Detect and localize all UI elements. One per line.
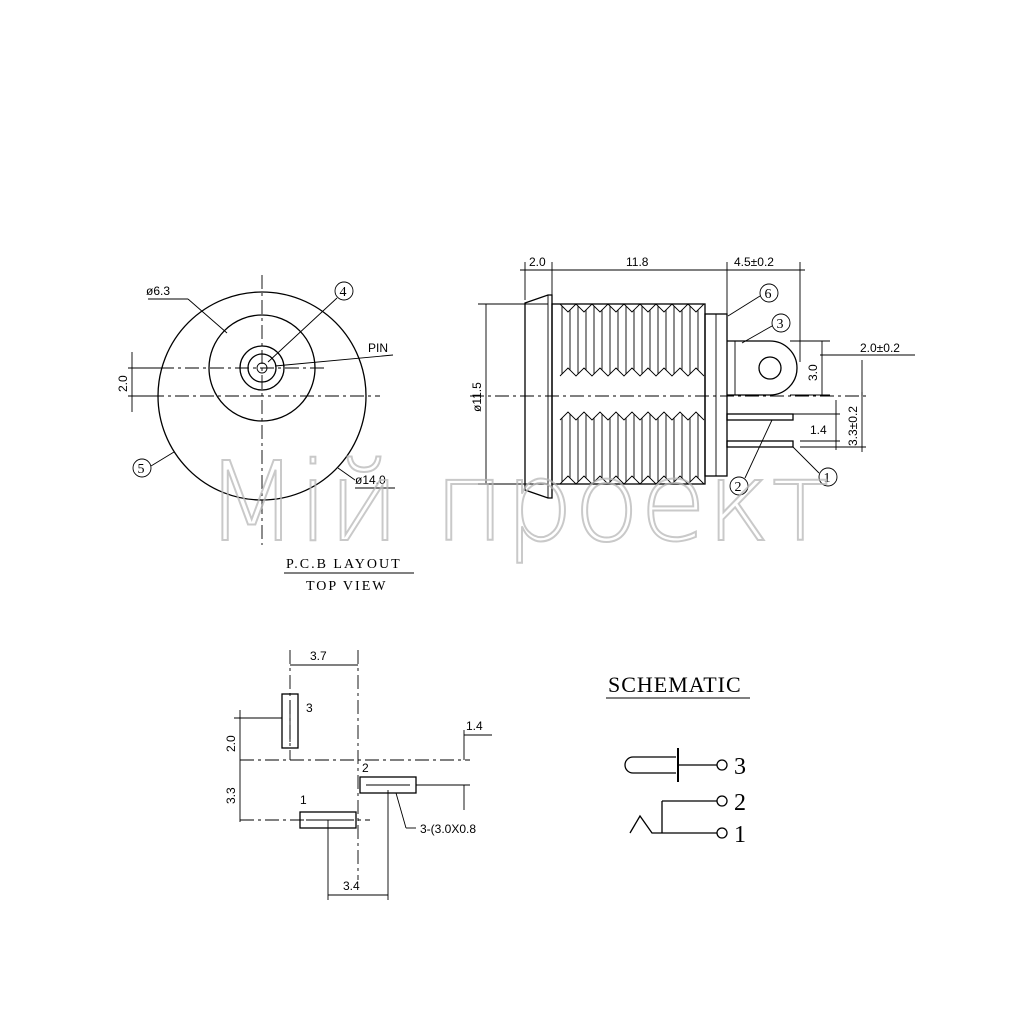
dim-d6-3: ø6.3 (146, 284, 170, 298)
dim-1-4-pcb: 1.4 (466, 719, 483, 733)
dim-2-0-tol: 2.0±0.2 (860, 341, 900, 355)
pad-1 (299, 811, 357, 829)
dim-3-3-pcb: 3.3 (224, 787, 238, 804)
callout-1 (818, 467, 838, 487)
thread-lower-inner (559, 411, 705, 421)
schematic: SCHEMATIC 3 2 1 (606, 672, 750, 848)
pin-1-label: 1 (734, 822, 746, 848)
callout-3-label: 3 (777, 317, 784, 332)
callout-4 (334, 281, 354, 301)
thread-upper-lines (561, 306, 699, 374)
pin-3-label: 3 (734, 754, 746, 780)
thread-upper-inner (559, 367, 705, 377)
pin-2-label: 2 (734, 790, 746, 816)
dim-3-4: 3.4 (343, 879, 360, 893)
dim-d14-0: ø14.0 (355, 473, 386, 487)
pad-3 (281, 693, 299, 749)
callout-2 (729, 476, 749, 496)
dim-4-5: 4.5±0.2 (734, 255, 774, 269)
thread-lower-lines (561, 414, 699, 482)
dim-d11-5: ø11.5 (470, 382, 484, 412)
callout-1-label: 1 (824, 471, 831, 486)
callout-5 (132, 458, 152, 478)
terminal-2-pin (726, 413, 794, 421)
side-view: 2.0 11.8 4.5±0.2 ø11.5 3.0 2.0±0.2 1.4 3… (470, 255, 915, 499)
terminal-3-lug (727, 340, 798, 396)
dim-3-3-side: 3.3±0.2 (846, 406, 860, 446)
callout-6-label: 6 (765, 287, 772, 302)
callout-3 (771, 313, 791, 333)
callout-5-label: 5 (138, 462, 145, 477)
callout-2-label: 2 (735, 480, 742, 495)
pad-1-label: 1 (300, 793, 307, 807)
pcb-layout-title: P.C.B LAYOUT (286, 557, 402, 572)
pin-1-terminal (716, 827, 728, 839)
watermark-text: Мій проект (205, 438, 830, 566)
pad-2-label: 2 (362, 761, 369, 775)
thread-bottom (559, 475, 705, 485)
dim-2-0-side: 2.0 (529, 255, 546, 269)
dim-2-0-top: 2.0 (116, 375, 130, 392)
schematic-title: SCHEMATIC (608, 672, 742, 697)
center-pin-symbol (624, 756, 676, 774)
sleeve-symbol (629, 814, 717, 834)
top-view-title: TOP VIEW (306, 579, 387, 594)
thread-top (559, 303, 705, 313)
terminal-3-hole (758, 356, 782, 380)
terminal-1-pin (726, 440, 794, 448)
pin-label: PIN (368, 341, 388, 355)
dim-11-8: 11.8 (626, 255, 649, 269)
dim-3-0: 3.0 (806, 364, 820, 381)
callout-6 (759, 283, 779, 303)
dim-1-4-side: 1.4 (810, 423, 827, 437)
slot-note: 3-(3.0X0.8 (420, 822, 476, 836)
pad-3-label: 3 (306, 701, 313, 715)
pin-2-terminal (716, 795, 728, 807)
dim-3-7: 3.7 (310, 649, 327, 663)
callout-4-label: 4 (340, 285, 347, 300)
top-view: 2.0 ø6.3 4 PIN 5 ø14.0 P.C.B LAYOUT TOP … (116, 275, 414, 594)
pin-3-terminal (716, 759, 728, 771)
pcb-layout: 3 2 1 3.7 2.0 3.3 1.4 3.4 3-(3.0X0.8 (224, 649, 492, 900)
dim-2-0-pcb: 2.0 (224, 735, 238, 752)
